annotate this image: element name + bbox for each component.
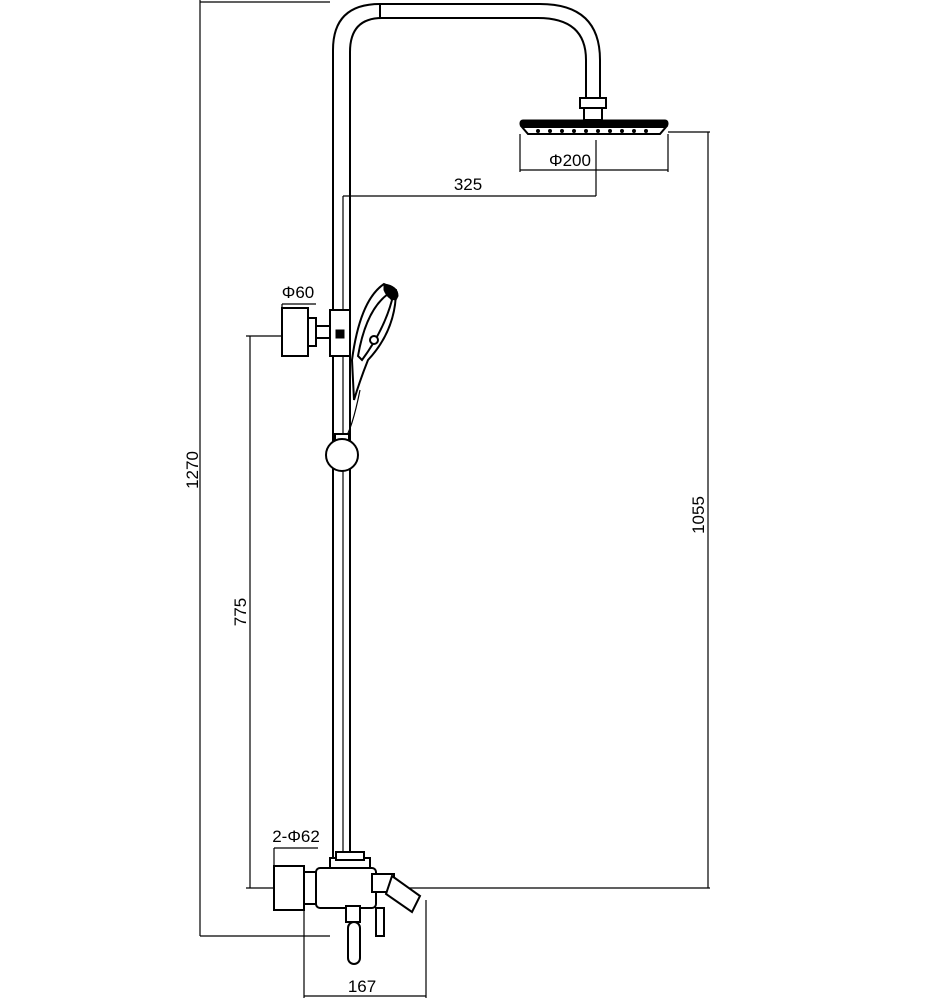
escutcheon-diameter-dimension: 2-Φ62 (272, 827, 320, 866)
head-diameter-dimension: Φ200 (519, 134, 669, 172)
mixer-width-label: 167 (348, 977, 376, 996)
hand-shower (343, 282, 399, 441)
head-height-label: 1055 (689, 496, 708, 534)
arm-reach-dimension: 325 (343, 140, 597, 197)
riser-pipe (332, 3, 601, 860)
handset-height-label: 775 (231, 598, 250, 626)
escutcheon-diameter-label: 2-Φ62 (272, 827, 320, 846)
handset-height-dimension: 775 (231, 335, 282, 889)
overall-height-label: 1270 (183, 451, 202, 489)
rain-shower-head (519, 97, 669, 135)
overall-height-dimension: 1270 (183, 0, 330, 937)
mixer-width-dimension: 167 (303, 900, 427, 998)
bath-mixer (273, 851, 422, 965)
slider-ball (325, 433, 359, 472)
holder-diameter-dimension: Φ60 (281, 283, 316, 318)
holder-diameter-label: Φ60 (282, 283, 314, 302)
arm-reach-label: 325 (454, 175, 482, 194)
head-diameter-label: Φ200 (549, 151, 591, 170)
wall-bracket (281, 307, 351, 357)
head-height-dimension: 1055 (380, 131, 710, 889)
shower-head-nozzles (536, 129, 648, 133)
